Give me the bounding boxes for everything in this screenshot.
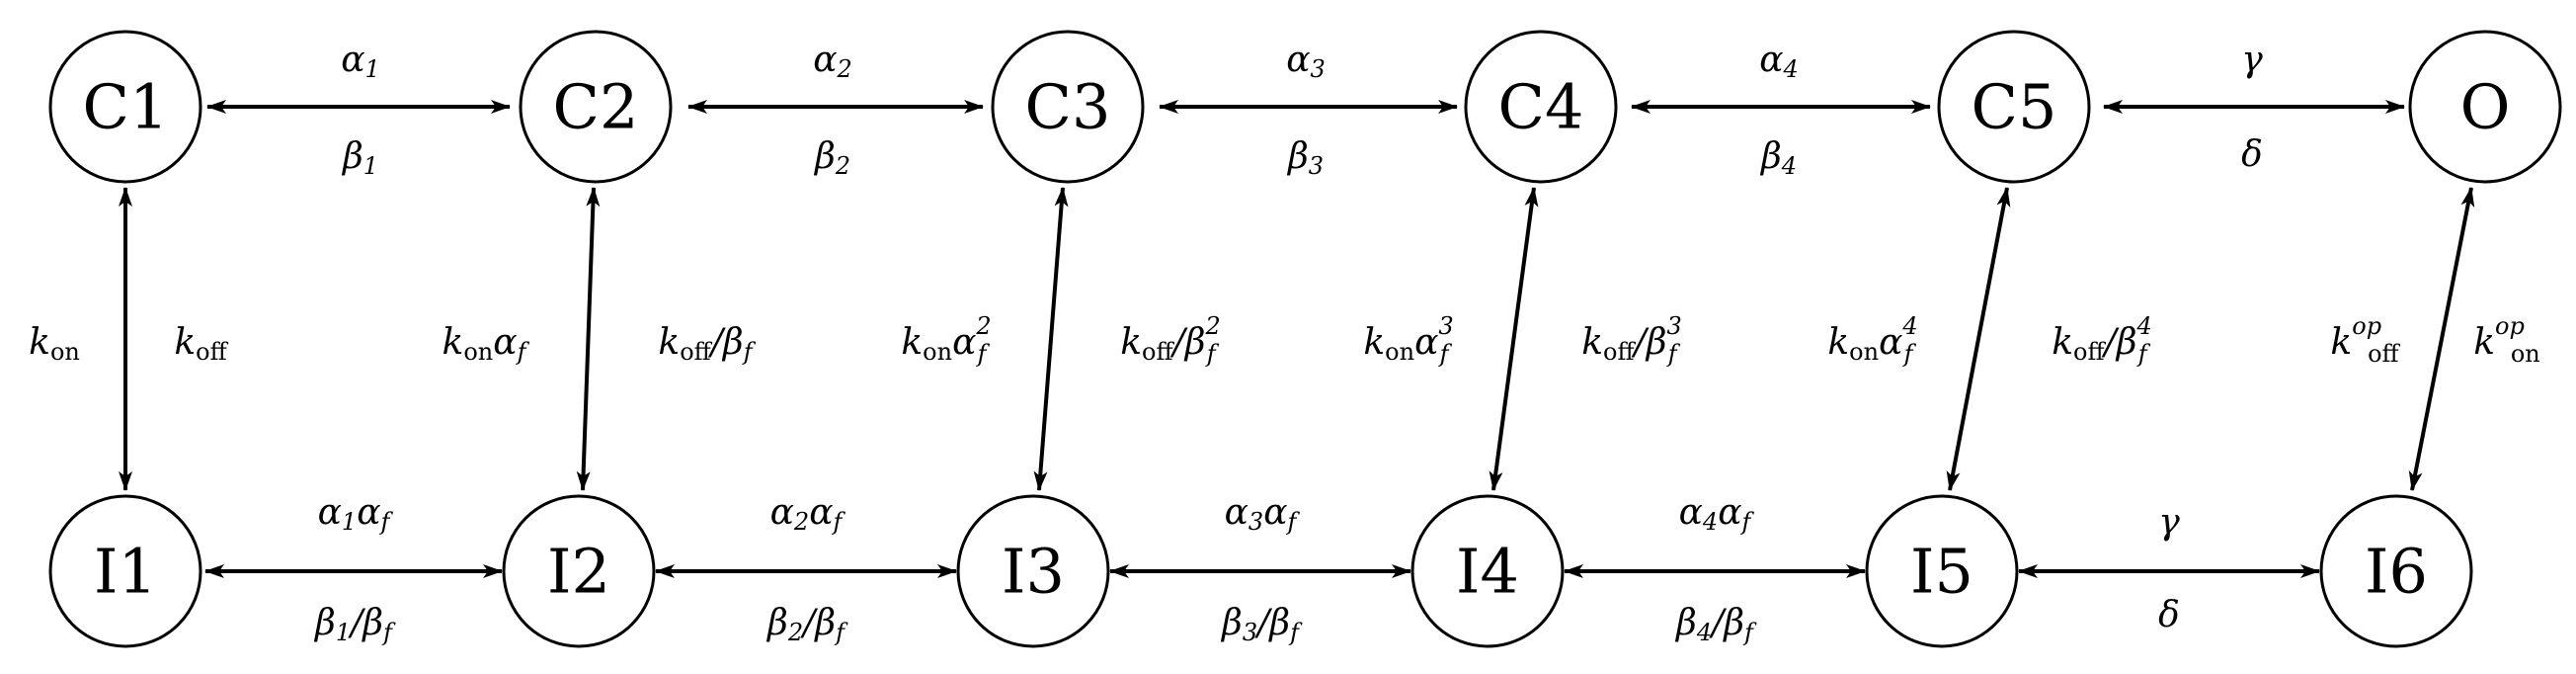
node-i4-label: I4 [1456,536,1519,608]
node-i3: I3 [956,494,1110,648]
node-i5-label: I5 [1910,536,1973,608]
rate-i3-i4-fwd: α3αf [1225,492,1301,537]
node-c4-label: C4 [1498,71,1584,143]
rate-c2-c3-fwd: α2 [813,40,852,84]
rate-c1-c2-fwd: α1 [341,40,380,84]
rate-c2-i2-right: koff/βf [658,322,756,367]
node-c1-label: C1 [83,71,169,143]
edges [119,100,2475,578]
node-c3-label: C3 [1025,71,1111,143]
rate-i2-i3-bwd: β2/βf [765,603,848,647]
rate-c3-c4-bwd: β3 [1286,136,1324,181]
node-c2-label: C2 [553,71,639,143]
node-i6: I6 [2319,494,2473,648]
node-i2: I2 [502,494,656,648]
node-c2: C2 [519,30,673,184]
rate-i4-i5-bwd: β4/βf [1674,603,1757,647]
node-i6-label: I6 [2365,536,2428,608]
node-c3: C3 [991,30,1145,184]
edge-c4-i4 [1489,187,1539,491]
edge-o-i6 [2408,187,2475,491]
edge-c3-i3 [1033,187,1069,491]
node-i4: I4 [1410,494,1565,648]
rate-i2-i3-fwd: α2αf [770,492,846,537]
node-i3-label: I3 [1002,536,1065,608]
rate-c2-c3-bwd: β2 [813,136,850,181]
rate-i3-i4-bwd: β3/βf [1220,603,1303,647]
nodes: C1 C2 C3 C4 C5 O I1 I2 [48,30,2562,648]
node-o-label: O [2460,71,2511,143]
rate-c3-c4-fwd: α3 [1286,40,1326,84]
edge-c5-i5 [1946,187,2011,491]
node-c5: C5 [1937,30,2091,184]
rate-i5-i6-bwd: δ [2158,595,2180,635]
rate-c5-o-bwd: δ [2241,134,2263,175]
node-i1: I1 [48,494,202,648]
rate-c2-i2-left: konαf [443,322,530,367]
node-i5: I5 [1865,494,2019,648]
rate-c1-c2-bwd: β1 [341,136,378,181]
rate-c4-c5-bwd: β4 [1759,136,1797,181]
rate-labels: α1 β1 α2 β2 α3 β3 α4 β4 γ δ α1αf β1/βf α… [29,40,2540,647]
node-c4: C4 [1464,30,1618,184]
node-i1-label: I1 [94,536,157,608]
node-i2-label: I2 [547,536,610,608]
rate-i5-i6-fwd: γ [2158,502,2180,543]
rate-c1-i1-left: kon [29,322,80,367]
edge-c2-i2 [576,187,601,491]
rate-i4-i5-fwd: α4αf [1679,492,1755,537]
rate-i1-i2-fwd: α1αf [318,492,394,537]
node-c5-label: C5 [1972,71,2057,143]
node-c1: C1 [48,30,202,184]
rate-i1-i2-bwd: β1/βf [313,603,396,647]
rate-c5-o-fwd: γ [2241,40,2263,80]
rate-c4-c5-fwd: α4 [1759,40,1799,84]
node-o: O [2408,30,2562,184]
rate-c1-i1-right: koff [174,322,228,367]
